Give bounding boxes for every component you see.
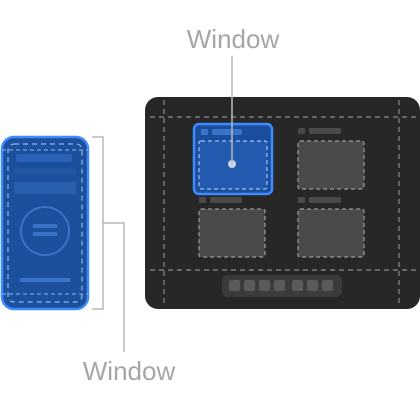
- window-control-dot: [199, 197, 206, 203]
- bottom-leader-line: [103, 222, 125, 352]
- window-tile: [297, 197, 365, 258]
- phone-ring-text-line: [33, 232, 57, 236]
- dock-app-icon: [307, 280, 318, 291]
- window-title-bar: [309, 128, 341, 134]
- dock-app-icon: [322, 280, 333, 291]
- window-title-bar: [212, 129, 242, 135]
- dock-app-icon: [229, 280, 240, 291]
- dock-app-icon: [244, 280, 255, 291]
- tablet-device: [145, 97, 420, 309]
- phone-ring-graphic: [20, 206, 70, 256]
- window-content-guide: [198, 208, 266, 258]
- window-tile-highlighted: [192, 122, 274, 196]
- phone-bracket: [92, 136, 125, 352]
- window-content-guide: [297, 140, 365, 190]
- phone-device: [0, 135, 90, 311]
- phone-frame: [0, 135, 90, 311]
- tablet-dock: [222, 275, 342, 297]
- phone-safe-area-guide: [7, 143, 83, 303]
- phone-content-bar: [14, 182, 76, 194]
- phone-bracket-line: [92, 136, 104, 310]
- window-control-dot: [298, 128, 305, 134]
- dock-app-icon: [259, 280, 270, 291]
- dock-app-icon: [274, 280, 285, 291]
- phone-ring-text-line: [33, 224, 57, 228]
- window-title-bar: [309, 197, 341, 203]
- phone-header-bar: [16, 154, 72, 162]
- bottom-window-label: Window: [83, 356, 176, 386]
- window-tile: [297, 128, 365, 190]
- phone-footer-bar: [20, 278, 70, 282]
- window-tile: [198, 197, 266, 258]
- phone-subheader-bar: [14, 168, 76, 174]
- top-window-label: Window: [187, 24, 280, 54]
- window-title-bar: [210, 197, 242, 203]
- window-content-guide: [297, 208, 365, 258]
- dock-app-icon: [292, 280, 303, 291]
- window-control-dot: [201, 129, 208, 135]
- window-control-dot: [298, 197, 305, 203]
